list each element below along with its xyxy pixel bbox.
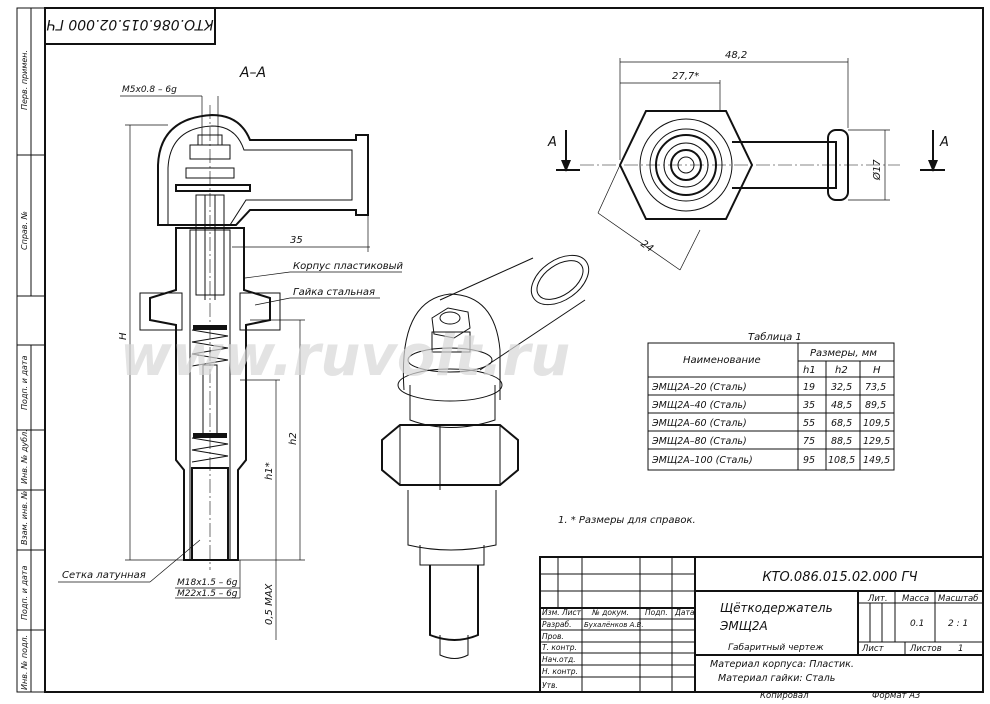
head-list: Лист [561,608,582,617]
developer-name: Бухалёнков А.В. [584,621,644,629]
table-cell: 95 [803,455,815,466]
dim-H: H [118,332,129,340]
table-col-name: Наименование [683,355,761,366]
role-tkontr: Т. контр. [542,643,577,652]
sheets-value: 1 [958,644,963,654]
table-row-name: ЭМЩ2А–40 (Сталь) [651,400,747,411]
scale-label: Масштаб [938,594,978,604]
rotated-code-box [44,7,216,45]
rotated-code: КТО.086.015.02.000 ГЧ [46,16,214,32]
role-utv: Утв. [542,681,558,690]
dim-17: Ø17 [871,159,883,181]
side-label-1: Перв. примен. [20,50,29,110]
material-body: Материал корпуса: Пластик. [710,659,854,670]
lit-label: Лит. [867,594,888,604]
side-label-7: Инв. № подл. [20,635,29,690]
sheets-label: Листов [909,644,942,654]
side-stamp: Перв. примен. Справ. № Подп. и дата Инв.… [17,8,45,692]
table-cell: 35 [803,400,815,411]
table-cell: 129,5 [863,436,890,447]
note: 1. * Размеры для справок. [558,515,696,526]
table-caption: Таблица 1 [748,331,802,343]
head-podp: Подп. [645,608,668,617]
top-view: А А 48,2 27,7* 24 Ø17 [547,50,949,271]
table-row-name: ЭМЩ2А–20 (Сталь) [651,382,747,393]
role-prov: Пров. [542,632,564,641]
title-block: КТО.086.015.02.000 ГЧ Щёткодержатель ЭМЩ… [539,556,984,693]
side-label-4: Инв. № дубл. [20,429,29,484]
dim-277: 27,7* [672,71,699,82]
section-title: А–А [239,65,266,81]
table-cell: 149,5 [863,455,890,466]
product-name: Щёткодержатель [720,601,833,615]
table-row-name: ЭМЩ2А–100 (Сталь) [651,455,753,466]
label-steel-nut: Гайка стальная [293,287,375,298]
table-cell: 32,5 [831,382,852,393]
table-cell: 89,5 [865,400,886,411]
format-label: Формат А3 [872,691,920,700]
product-model: ЭМЩ2А [719,619,768,633]
doc-type: Габаритный чертеж [728,643,824,653]
table-cell: 108,5 [828,455,855,466]
table-col-group: Размеры, мм [810,348,877,359]
section-view: А–А М5х0.8 – 6g 3 [58,65,404,640]
table-col-H: H [873,365,881,376]
thread-m5: М5х0.8 – 6g [122,85,177,95]
table-col-h1: h1 [803,365,816,376]
scale-value: 2 : 1 [948,619,968,629]
table-cell: 73,5 [865,382,886,393]
dimension-table: Таблица 1 Наименование Размеры, мм h1 h2… [647,331,895,471]
table-cell: 109,5 [863,418,890,429]
side-label-2: Справ. № [20,211,29,250]
inner-frame [44,7,984,693]
side-label-5: Взам. инв. № [20,491,29,545]
dim-h1: h1* [264,462,275,480]
sheet-label: Лист [861,644,885,654]
section-arrow-right: А [939,135,949,150]
side-label-6: Подп. и дата [20,565,29,620]
label-mesh: Сетка латунная [62,570,146,581]
material-nut: Материал гайки: Сталь [718,673,835,684]
role-razrab: Разраб. [542,620,571,629]
head-izm: Изм. [542,608,560,617]
table-cell: 88,5 [831,436,852,447]
title-code: КТО.086.015.02.000 ГЧ [762,570,917,585]
dim-05max: 0,5 MAX [264,582,275,625]
thread-m18: М18х1.5 – 6g [177,578,238,588]
dim-35: 35 [290,235,303,246]
table-cell: 19 [803,382,815,393]
role-nkontr: Н. контр. [542,667,578,676]
section-arrow-left: А [547,135,557,150]
head-data: Дата [674,608,695,617]
table-cell: 55 [803,418,815,429]
table-cell: 68,5 [831,418,852,429]
mass-label: Масса [902,594,929,604]
head-doc: № докум. [591,608,629,617]
table-col-h2: h2 [835,365,848,376]
isometric-view [381,254,590,659]
table-row-name: ЭМЩ2А–80 (Сталь) [651,436,747,447]
side-label-3: Подп. и дата [20,355,29,410]
role-nachotd: Нач.отд. [542,655,576,664]
dim-482: 48,2 [725,50,747,61]
dim-h2: h2 [288,432,299,445]
watermark: www.ruvolt.ru [120,324,570,389]
copied-label: Копировал [760,691,809,700]
mass-value: 0.1 [910,619,924,629]
table-cell: 75 [803,436,815,447]
thread-m22: М22х1.5 – 6g [177,589,238,599]
table-cell: 48,5 [831,400,852,411]
table-row-name: ЭМЩ2А–60 (Сталь) [651,418,747,429]
label-plastic-body: Корпус пластиковый [293,261,404,272]
dim-24: 24 [638,238,655,254]
